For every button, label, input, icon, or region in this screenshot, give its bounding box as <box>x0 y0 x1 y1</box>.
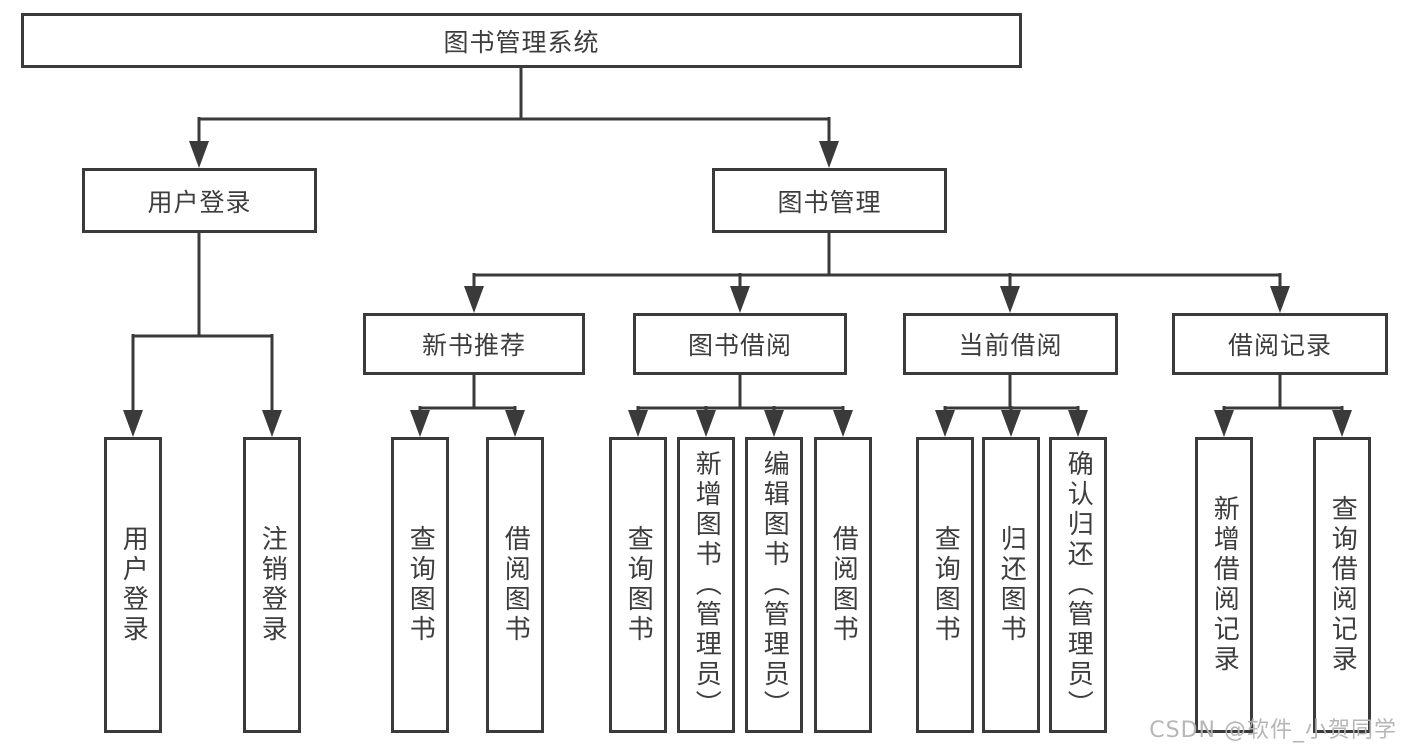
node-leaf-add-borrow-record: 新增借阅记录 <box>1195 437 1253 733</box>
node-label: 查询借阅记录 <box>1327 495 1358 675</box>
node-label: 确认归还（管理员） <box>1063 450 1094 720</box>
node-leaf-edit-books-admin: 编辑图书（管理员） <box>745 437 803 733</box>
node-book-management-module: 图书管理 <box>712 168 947 233</box>
node-leaf-add-books-admin: 新增图书（管理员） <box>677 437 735 733</box>
node-label: 新书推荐 <box>421 331 526 360</box>
arrowheads <box>123 141 1352 437</box>
node-library-management-system: 图书管理系统 <box>21 13 1022 68</box>
node-user-login-module: 用户登录 <box>82 168 317 233</box>
node-label: 借阅图书 <box>500 525 531 645</box>
node-label: 用户登录 <box>118 525 149 645</box>
node-label: 借阅记录 <box>1227 331 1332 360</box>
node-current-borrowing: 当前借阅 <box>903 313 1118 375</box>
node-leaf-query-books-2: 查询图书 <box>609 437 667 733</box>
node-leaf-query-books-3: 查询图书 <box>916 437 974 733</box>
node-leaf-return-books: 归还图书 <box>982 437 1040 733</box>
node-label: 查询图书 <box>930 525 961 645</box>
node-leaf-user-login: 用户登录 <box>104 437 162 733</box>
node-leaf-query-borrow-record: 查询借阅记录 <box>1313 437 1371 733</box>
node-label: 当前借阅 <box>958 331 1063 360</box>
node-label: 用户登录 <box>147 187 252 217</box>
node-leaf-query-books-1: 查询图书 <box>391 437 449 733</box>
node-book-borrowing: 图书借阅 <box>633 313 847 375</box>
node-borrowing-records: 借阅记录 <box>1172 313 1388 375</box>
csdn-watermark: CSDN @软件_小贺同学 <box>1149 718 1397 743</box>
node-label: 借阅图书 <box>828 525 859 645</box>
node-leaf-borrow-books-1: 借阅图书 <box>486 437 544 733</box>
node-leaf-confirm-return-admin: 确认归还（管理员） <box>1049 437 1107 733</box>
node-label: 注销登录 <box>257 525 288 645</box>
node-label: 图书借阅 <box>687 331 792 360</box>
node-leaf-borrow-books-2: 借阅图书 <box>814 437 872 733</box>
node-label: 查询图书 <box>623 525 654 645</box>
node-label: 图书管理系统 <box>443 27 600 57</box>
node-label: 归还图书 <box>996 525 1027 645</box>
node-label: 新增借阅记录 <box>1209 495 1240 675</box>
node-new-book-recommend: 新书推荐 <box>363 313 585 375</box>
node-label: 查询图书 <box>405 525 436 645</box>
node-label: 图书管理 <box>777 187 882 217</box>
node-label: 编辑图书（管理员） <box>759 450 790 720</box>
connector-lines <box>131 68 1344 419</box>
node-leaf-logout: 注销登录 <box>243 437 301 733</box>
node-label: 新增图书（管理员） <box>691 450 722 720</box>
